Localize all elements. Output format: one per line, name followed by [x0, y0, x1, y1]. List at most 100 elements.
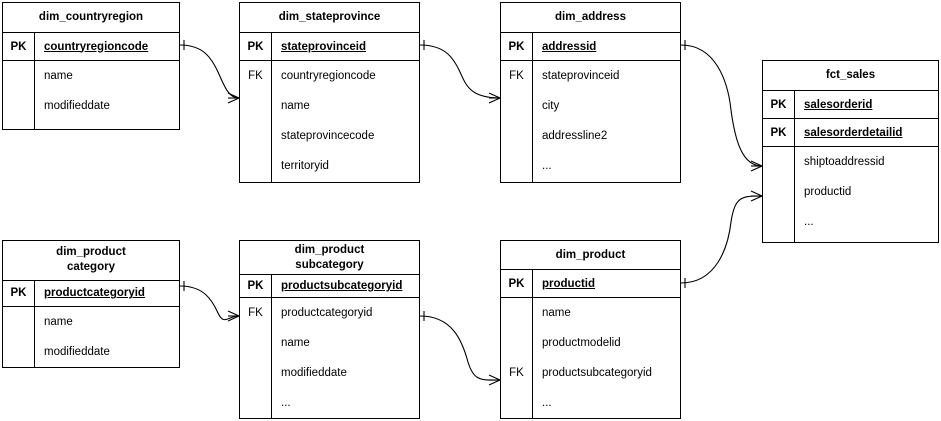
attribute-badge: [501, 121, 532, 151]
attribute-name: ...: [281, 397, 291, 409]
attribute-name: name: [281, 100, 310, 112]
attribute-badge: [3, 307, 34, 337]
attribute-badge: [501, 91, 532, 121]
attribute-badge-gutter: FK: [501, 61, 533, 182]
key-field-name: countryregioncode: [44, 40, 149, 53]
cardinality-many-crow-sales-product: [750, 190, 763, 202]
attribute-name: productcategoryid: [281, 307, 373, 319]
attribute-name: productmodelid: [542, 337, 621, 349]
key-row[interactable]: PK productid: [501, 270, 680, 298]
attribute-block: name modifieddate: [3, 307, 179, 367]
key-field-name: productsubcategoryid: [281, 280, 403, 293]
cardinality-many-crow-stateprovince: [227, 92, 240, 104]
relationship-stateprovince-to-address: [419, 44, 501, 99]
key-row[interactable]: PK countryregioncode: [3, 33, 179, 61]
attribute-badge: [501, 151, 532, 181]
key-row[interactable]: PK salesorderdetailid: [763, 119, 938, 147]
attribute-name: modifieddate: [44, 100, 110, 112]
attribute-name: addressline2: [542, 130, 608, 142]
entity-title: dim_stateprovince: [240, 3, 419, 33]
attribute-badge-gutter: FK: [501, 298, 533, 418]
attribute-name: name: [44, 316, 73, 328]
relationship-productcategory-to-subcategory: [179, 285, 240, 321]
attribute-name-column: stateprovinceid city addressline2...: [533, 61, 680, 182]
key-field-name: salesorderdetailid: [804, 126, 903, 139]
key-badge: PK: [763, 119, 795, 146]
key-badge: PK: [501, 270, 533, 297]
attribute-name: countryregioncode: [281, 70, 376, 82]
cardinality-many-crow-product: [488, 374, 501, 386]
entity-title-line: dim_product: [555, 248, 626, 261]
relationship-address-to-sales: [680, 44, 763, 167]
attribute-name: stateprovinceid: [542, 70, 620, 82]
entity-title: dim_countryregion: [3, 3, 179, 33]
key-badge: PK: [3, 33, 35, 60]
attribute-name: territoryid: [281, 160, 329, 172]
attribute-badge: [501, 388, 532, 418]
cardinality-many-crow-address: [488, 92, 501, 104]
key-badge: PK: [3, 280, 35, 306]
entity-title-line: dim_product: [56, 246, 126, 259]
entity-title-line: dim_stateprovince: [278, 11, 381, 23]
attribute-badge: FK: [509, 367, 524, 379]
entity-title: dim_address: [501, 3, 680, 33]
relationship-product-to-sales: [680, 195, 763, 284]
attribute-badge: [240, 151, 271, 181]
attribute-name: productsubcategoryid: [542, 367, 652, 379]
attribute-badge: [501, 328, 532, 358]
entity-title-line: dim_countryregion: [38, 11, 144, 23]
key-row[interactable]: PK productsubcategoryid: [240, 275, 419, 298]
entity-title-line: subcategory: [295, 258, 364, 271]
relationship-countryregion-to-stateprovince: [179, 44, 240, 99]
attribute-name: name: [44, 70, 73, 82]
attribute-badge: [240, 91, 271, 121]
attribute-badge: [3, 337, 34, 367]
entity-title: dim_product: [501, 241, 680, 271]
entity-title-line: fct_sales: [825, 69, 876, 81]
attribute-badge: [501, 298, 532, 328]
attribute-badge: [240, 388, 271, 418]
entity-title: fct_sales: [763, 61, 938, 91]
key-field-name: productid: [542, 277, 596, 290]
attribute-name: city: [542, 100, 560, 112]
attribute-badge: [3, 61, 34, 91]
attribute-name: productid: [804, 186, 852, 198]
attribute-block: name modifieddate: [3, 61, 179, 129]
attribute-badge: [763, 207, 794, 237]
attribute-badge: [763, 177, 794, 207]
key-row[interactable]: PK productcategoryid: [3, 280, 179, 307]
attribute-badge: [240, 121, 271, 151]
attribute-badge: [240, 358, 271, 388]
attribute-name: modifieddate: [44, 346, 110, 358]
key-field-name: productcategoryid: [44, 287, 145, 300]
key-field-name: stateprovinceid: [281, 40, 366, 53]
attribute-badge: FK: [248, 70, 263, 82]
key-badge: PK: [240, 275, 272, 297]
attribute-badge-gutter: [3, 307, 35, 367]
attribute-badge-gutter: FK: [240, 61, 272, 182]
key-badge: PK: [501, 33, 533, 60]
attribute-name: ...: [542, 397, 552, 409]
attribute-name: name: [542, 307, 571, 319]
attribute-name: ...: [542, 160, 552, 172]
attribute-name: ...: [804, 216, 814, 228]
key-field-name: salesorderid: [804, 98, 873, 111]
attribute-badge-gutter: [763, 147, 795, 242]
relationship-subcategory-to-product: [419, 315, 501, 381]
